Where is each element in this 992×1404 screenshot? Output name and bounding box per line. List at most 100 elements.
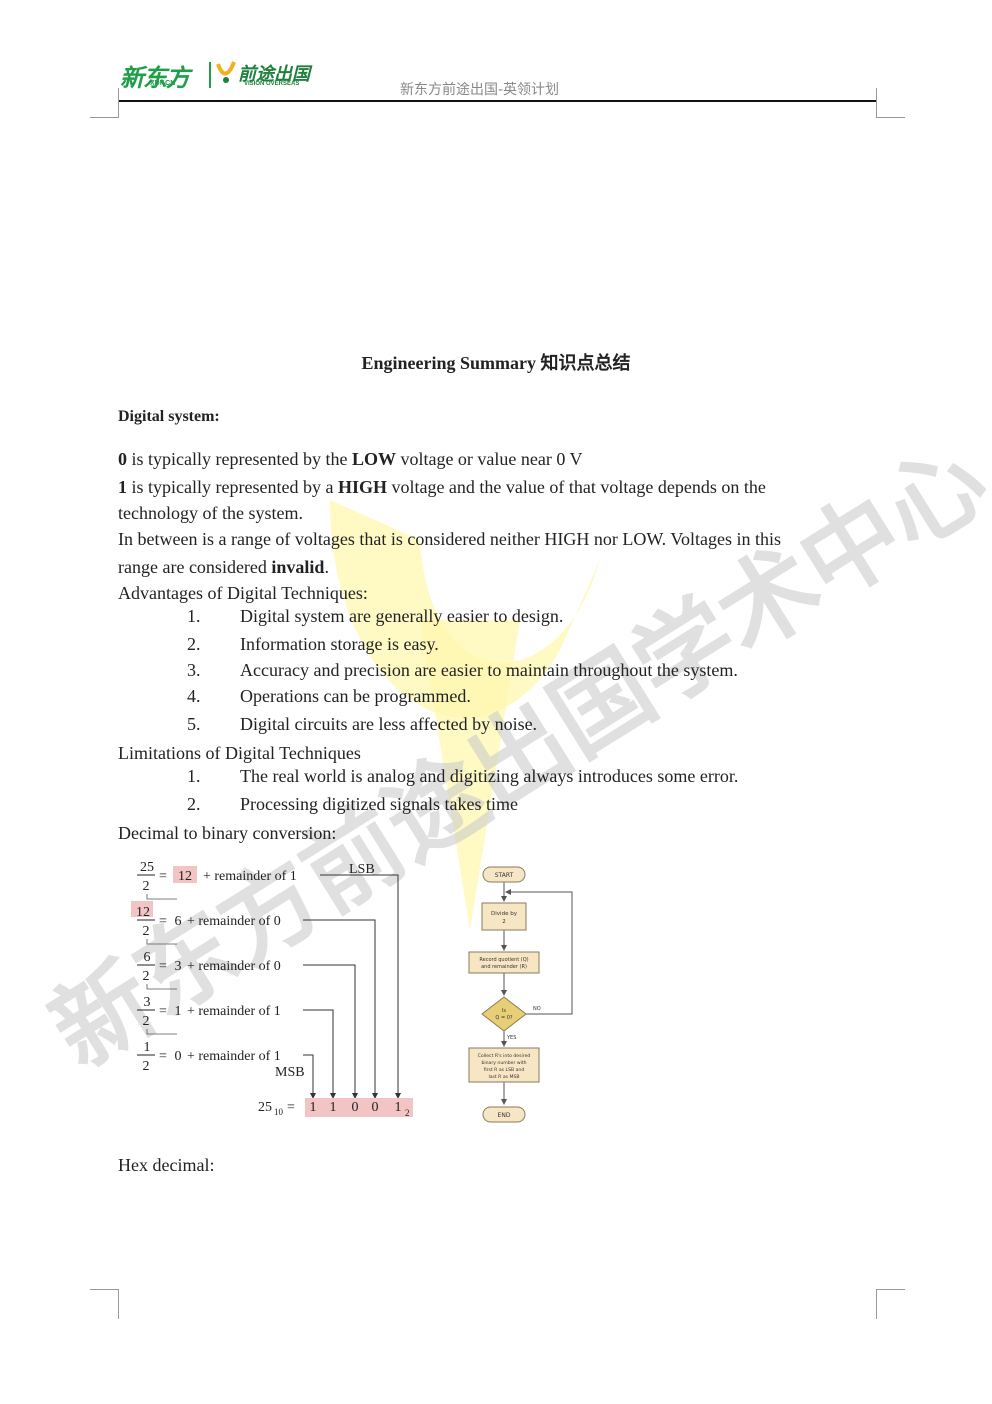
remainder-connector (320, 874, 399, 1097)
msb-label: MSB (275, 1065, 305, 1080)
fraction-numerator: 3 (144, 995, 151, 1010)
result-highlight (305, 1098, 413, 1117)
flow-divide (481, 902, 527, 931)
flow-record (468, 951, 540, 974)
list-item: 1. Digital system are generally easier t… (0, 606, 992, 632)
list-item-text: Information storage is easy. (240, 634, 439, 654)
zero-bold: 0 (118, 449, 127, 469)
fraction-numerator: 25 (140, 860, 154, 875)
quotient-value: 1 (175, 1004, 182, 1019)
high-bold: HIGH (337, 477, 387, 497)
fraction-denominator: 2 (143, 1059, 150, 1074)
quotient-highlight (173, 866, 197, 883)
crop-mark-br-h (876, 1289, 905, 1290)
list-item-number: 3. (187, 660, 201, 680)
list-item: 4. Operations can be programmed. (0, 686, 992, 712)
advantages-heading: Advantages of Digital Techniques: (118, 583, 368, 603)
flow-collect-label-1: Collect R's into desired (478, 1053, 531, 1059)
flow-end (482, 1106, 526, 1123)
xdf-logo-domain: XDF.CN (150, 80, 176, 87)
flow-record-label-2: and remainder (R) (481, 964, 527, 970)
crop-mark-br-v (876, 1289, 877, 1319)
invalid-post: . (324, 557, 329, 577)
crop-mark-tr-h (876, 117, 905, 118)
section-heading: Digital system: (118, 408, 220, 425)
list-item-number: 2. (187, 794, 201, 814)
lsb-label: LSB (349, 862, 375, 877)
remainder-arrowhead (330, 1093, 336, 1099)
equals-sign: = (159, 914, 167, 929)
flow-start-label: START (495, 872, 514, 879)
remainder-text: + remainder of 1 (203, 869, 297, 884)
low-bold: LOW (351, 449, 396, 469)
quotient-value: 0 (175, 1049, 182, 1064)
equals-sign: = (159, 869, 167, 884)
fraction-denominator: 2 (143, 879, 150, 894)
remainder-connector (303, 964, 356, 1097)
fraction-numerator: 6 (144, 950, 151, 965)
quotient-highlight (131, 901, 153, 917)
fraction-numerator: 1 (144, 1040, 151, 1055)
one-text-a: is typically represented by a (127, 477, 338, 497)
quotient-value: 3 (175, 959, 182, 974)
one-text-b: voltage and the value of that voltage de… (386, 477, 766, 497)
list-item-text: Digital system are generally easier to d… (240, 606, 564, 626)
quotient-value: 6 (175, 914, 182, 929)
result-equals: = (287, 1100, 295, 1115)
carry-connector (146, 1029, 177, 1035)
list-item-number: 2. (187, 634, 201, 654)
fraction-numerator: 12 (136, 905, 150, 920)
carry-connector (146, 894, 177, 900)
page-title: Engineering Summary 知识点总结 (361, 353, 631, 373)
flow-divide-label-2: 2 (502, 919, 506, 925)
flowchart: START Divide by 2 Record quotient (Q) an… (468, 866, 573, 1123)
flow-collect (468, 1047, 540, 1083)
remainder-connector (303, 1009, 334, 1097)
crop-mark-bl-h (90, 1289, 119, 1290)
conversion-heading: Decimal to binary conversion: (118, 823, 337, 843)
flow-record-label-1: Record quotient (Q) (479, 957, 528, 963)
result-bit: 1 (310, 1100, 317, 1115)
list-item-number: 4. (187, 686, 201, 706)
list-item-number: 1. (187, 606, 201, 626)
remainder-arrowhead (372, 1093, 378, 1099)
line-one-cont: technology of the system. (118, 503, 303, 523)
list-item-text: Operations can be programmed. (240, 686, 471, 706)
crop-mark-tl-h (90, 117, 119, 118)
remainder-connector (303, 1054, 314, 1097)
one-bold: 1 (118, 477, 127, 497)
quotient-value: 12 (178, 869, 192, 884)
flow-end-label: END (498, 1112, 511, 1119)
qiantu-logo-sub: VISION OVERSEAS (244, 81, 300, 87)
flow-collect-label-3: first R as LSB and (484, 1067, 525, 1073)
list-item-number: 1. (187, 766, 201, 786)
qiantu-logo: 前途出国 (238, 64, 310, 85)
remainder-arrowhead (310, 1093, 316, 1099)
list-item-text: Processing digitized signals takes time (240, 794, 518, 814)
flow-no-label: NO (533, 1006, 541, 1012)
list-item: 2. Information storage is easy. (0, 634, 992, 660)
result-bit: 1 (330, 1100, 337, 1115)
line-one: 1 is typically represented by a HIGH vol… (118, 474, 766, 500)
list-item-number: 5. (187, 714, 201, 734)
equals-sign: = (159, 1004, 167, 1019)
remainder-arrowhead (352, 1093, 358, 1099)
remainder-connector (303, 919, 376, 1097)
flow-collect-label-4: last R as MSB (488, 1074, 519, 1080)
result-bit: 0 (352, 1100, 359, 1115)
zero-text-a: is typically represented by the (127, 449, 352, 469)
line-between: In between is a range of voltages that i… (118, 529, 782, 549)
qiantu-logo-mark (216, 60, 236, 84)
flow-start (482, 866, 526, 883)
invalid-bold: invalid (271, 557, 325, 577)
flow-divide-label-1: Divide by (491, 911, 518, 917)
result-lhs: 25 (258, 1100, 272, 1115)
remainder-text: + remainder of 0 (187, 959, 281, 974)
flowchart-connectors (501, 882, 573, 1105)
list-item: 1. The real world is analog and digitizi… (0, 766, 992, 792)
fraction-denominator: 2 (143, 969, 150, 984)
flow-collect-label-2: binary number with (481, 1060, 526, 1066)
carry-connector (146, 984, 177, 990)
list-item: 2. Processing digitized signals takes ti… (0, 794, 992, 820)
result-bit: 1 (395, 1100, 402, 1115)
